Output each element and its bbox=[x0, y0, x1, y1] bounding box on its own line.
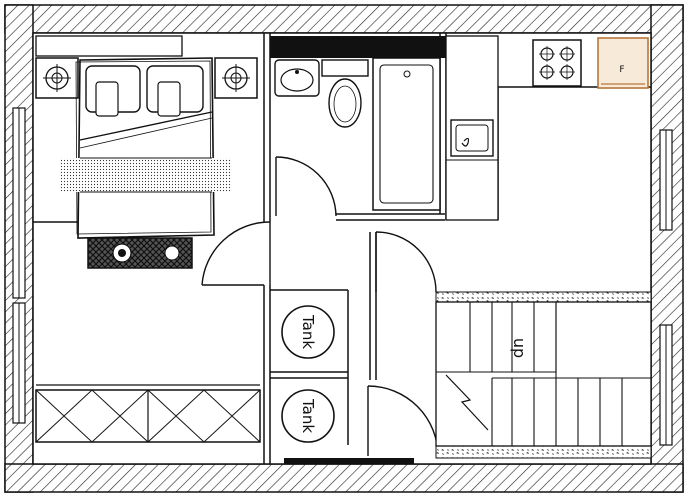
tank-2-label: Tank bbox=[299, 398, 317, 433]
tank-1-label: Tank bbox=[299, 314, 317, 349]
door-swing-icon bbox=[275, 156, 337, 217]
rug-icon bbox=[87, 237, 193, 269]
nightstand-left bbox=[35, 57, 79, 99]
nightstand-right bbox=[214, 57, 258, 99]
fridge-icon: F bbox=[597, 37, 649, 89]
water-tank-icon: Tank bbox=[281, 305, 335, 359]
washbasin-icon bbox=[274, 59, 320, 97]
nightstand-lamp-icon bbox=[222, 64, 250, 92]
nightstand-lamp-icon bbox=[43, 64, 71, 92]
water-tank-icon: Tank bbox=[281, 389, 335, 443]
stairs-direction-label: up bbox=[510, 338, 529, 358]
interior-walls bbox=[33, 33, 651, 464]
stove-icon bbox=[532, 39, 582, 87]
fridge-label: F bbox=[619, 65, 624, 75]
wardrobe-icon bbox=[35, 384, 261, 443]
window-icon bbox=[12, 107, 673, 446]
stairs-icon: up bbox=[435, 291, 652, 459]
headboard-shelf bbox=[35, 35, 183, 57]
entrance-threshold bbox=[284, 458, 414, 464]
toilet-icon bbox=[321, 59, 369, 128]
bathtub-icon bbox=[372, 57, 441, 211]
door-swing-icon bbox=[201, 221, 271, 286]
double-bed-icon bbox=[60, 57, 232, 239]
kitchen-sink-icon bbox=[450, 119, 494, 157]
bathroom-beam bbox=[270, 36, 488, 58]
